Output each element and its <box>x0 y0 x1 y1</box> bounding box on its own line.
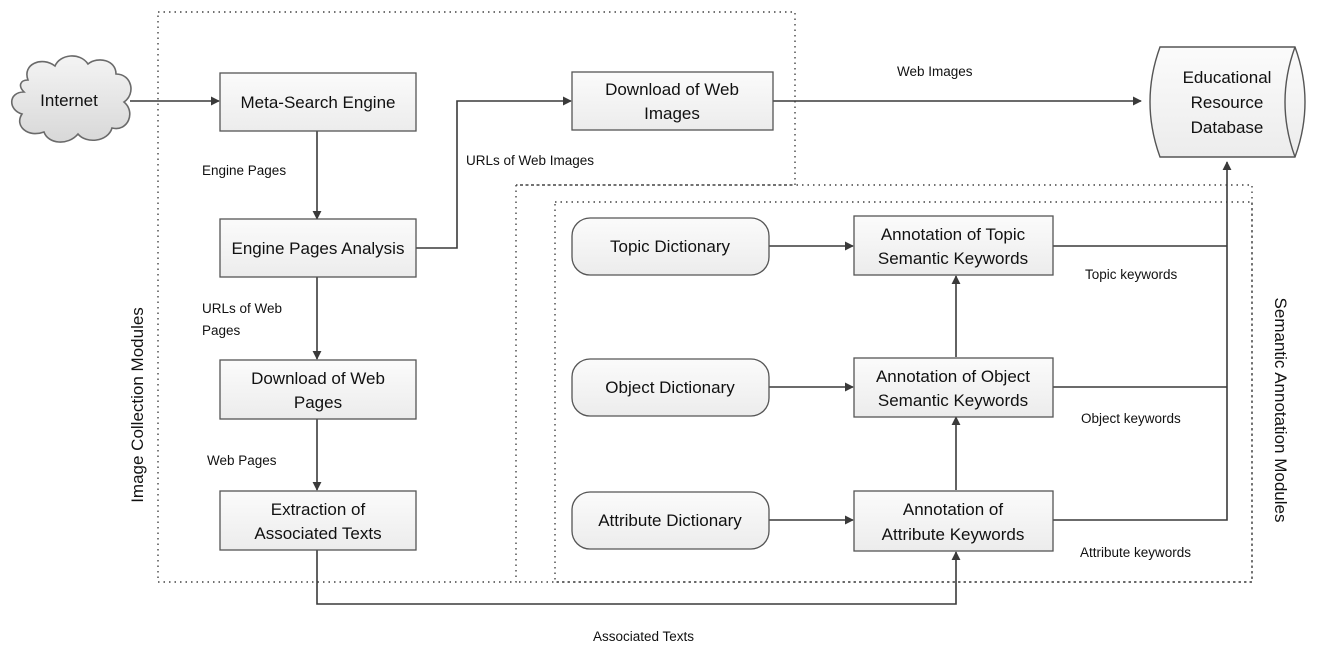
associated-texts-edge-label: Associated Texts <box>593 629 694 644</box>
download-web-pages-label-line1: Download of Web <box>251 369 385 388</box>
engine-pages-analysis-label: Engine Pages Analysis <box>232 239 405 258</box>
internet-label: Internet <box>40 91 98 110</box>
attribute-dictionary-label: Attribute Dictionary <box>598 511 742 530</box>
cloud-icon <box>10 55 132 143</box>
extraction-associated-texts-label-line2: Associated Texts <box>254 524 381 543</box>
topic-dictionary-label: Topic Dictionary <box>610 237 730 256</box>
topic-dictionary-box <box>571 217 770 276</box>
extraction-associated-texts-box <box>219 490 417 551</box>
engine-pages-edge-label: Engine Pages <box>202 163 286 178</box>
database-label-line1: Educational <box>1183 68 1272 87</box>
semantic-annotation-modules-label: Semantic Annotation Modules <box>1271 298 1290 523</box>
object-keywords-edge-label: Object keywords <box>1081 411 1181 426</box>
attribute-dictionary-box <box>571 491 770 550</box>
annotation-object-label-line1: Annotation of Object <box>876 367 1030 386</box>
urls-web-pages-edge-label-line1: URLs of Web <box>202 301 282 316</box>
internet-cloud: Internet <box>10 55 132 143</box>
annotation-attribute-box <box>853 490 1054 552</box>
database-label-line2: Resource <box>1191 93 1264 112</box>
educational-resource-database: Educational Resource Database <box>1149 46 1306 158</box>
annotation-attribute-label-line2: Attribute Keywords <box>882 525 1025 544</box>
urls-web-images-edge-label: URLs of Web Images <box>466 153 594 168</box>
annotation-object-label-line2: Semantic Keywords <box>878 391 1028 410</box>
meta-search-engine-box <box>219 72 417 132</box>
annotation-object-box <box>853 357 1054 418</box>
edge-associated-texts-to-attribute <box>316 550 961 605</box>
database-label-line3: Database <box>1191 118 1264 137</box>
web-pages-edge-label: Web Pages <box>207 453 277 468</box>
extraction-associated-texts-label-line1: Extraction of <box>271 500 366 519</box>
object-dictionary-label: Object Dictionary <box>605 378 735 397</box>
download-web-images-label-line2: Images <box>644 104 700 123</box>
annotation-attribute-label-line1: Annotation of <box>903 500 1003 519</box>
edge-analysis-to-download-images <box>416 96 572 249</box>
urls-web-pages-edge-label-line2: Pages <box>202 323 241 338</box>
object-dictionary-box <box>571 358 770 417</box>
meta-search-engine-label: Meta-Search Engine <box>241 93 396 112</box>
download-web-images-label-line1: Download of Web <box>605 80 739 99</box>
download-web-pages-box <box>219 359 417 420</box>
image-collection-modules-label: Image Collection Modules <box>128 307 147 503</box>
web-images-edge-label: Web Images <box>897 64 973 79</box>
topic-keywords-edge-label: Topic keywords <box>1085 267 1178 282</box>
annotation-topic-box <box>853 215 1054 276</box>
engine-pages-analysis-box <box>219 218 417 278</box>
attribute-keywords-edge-label: Attribute keywords <box>1080 545 1191 560</box>
download-web-pages-label-line2: Pages <box>294 393 342 412</box>
edge-attribute-keywords-to-database <box>1053 161 1232 521</box>
annotation-topic-label-line2: Semantic Keywords <box>878 249 1028 268</box>
annotation-topic-label-line1: Annotation of Topic <box>881 225 1026 244</box>
download-web-images-box <box>571 71 774 131</box>
semantic-annotation-inner-boundary <box>554 201 1253 583</box>
